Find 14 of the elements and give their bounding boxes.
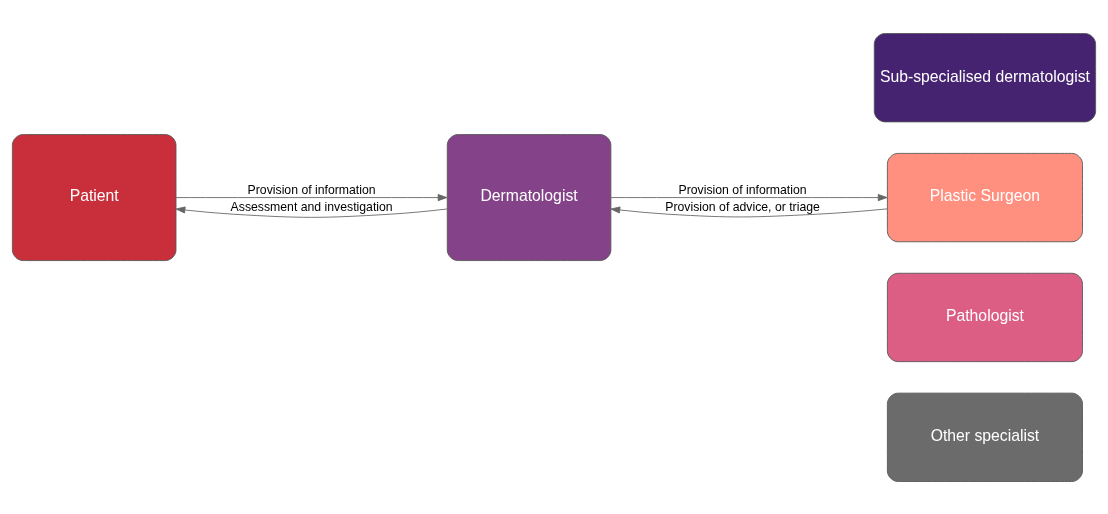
edge-label: Provision of information — [247, 182, 376, 197]
edge-label: Provision of advice, or triage — [665, 199, 820, 214]
node-box: Plastic Surgeon — [886, 152, 1083, 242]
arrow — [610, 206, 888, 217]
edge-label: Assessment and investigation — [230, 199, 393, 214]
arrow — [175, 206, 448, 218]
arrow — [610, 193, 888, 201]
node-box: Dermatologist — [446, 133, 612, 261]
node-box: Pathologist — [886, 272, 1083, 362]
edge-label: Provision of information — [678, 182, 807, 197]
node-box: Patient — [11, 133, 177, 261]
node-box: Other specialist — [886, 392, 1083, 482]
arrow — [175, 193, 448, 201]
node-box: Sub-specialised dermatologist — [873, 32, 1097, 122]
